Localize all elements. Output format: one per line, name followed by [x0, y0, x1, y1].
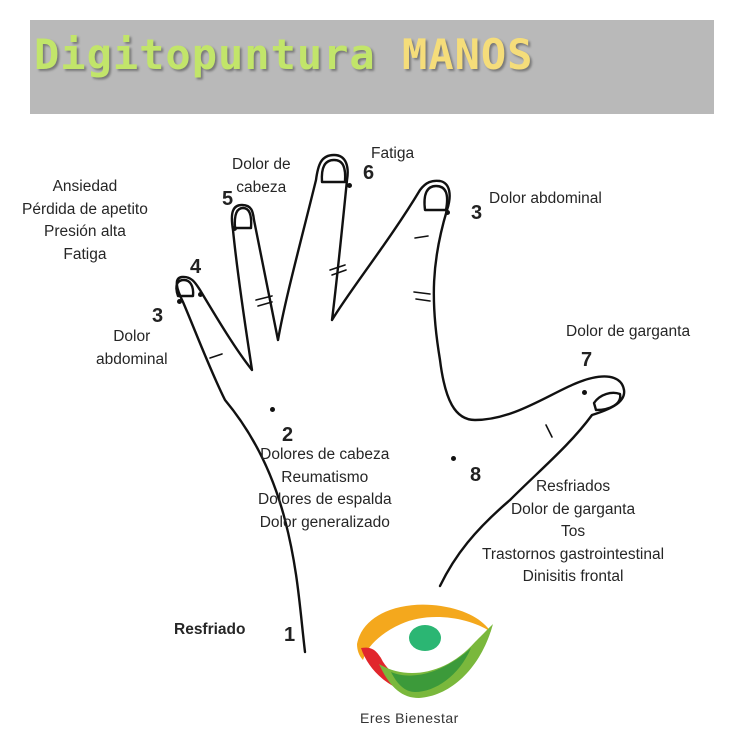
point-dot-5	[232, 226, 237, 231]
point-dot-3-pinky	[177, 299, 182, 304]
title-bar	[30, 20, 714, 114]
thumb-nail	[592, 391, 622, 412]
label-group-6: Fatiga	[371, 145, 415, 162]
point-number-8: 8	[470, 464, 482, 486]
label-group-8: Resfriados Dolor de garganta Tos Trastor…	[482, 478, 665, 585]
eres-bienestar-logo	[357, 604, 493, 698]
label-group-2: Dolores de cabeza Reumatismo Dolores de …	[258, 446, 392, 531]
index-nail	[423, 184, 449, 212]
brand-name: Eres Bienestar	[360, 710, 459, 726]
label-group-3-pinky: Dolor abdominal	[96, 328, 168, 368]
label-group-7: Dolor de garganta	[566, 323, 691, 340]
point-number-3-index: 3	[471, 202, 483, 224]
label-group-4: Ansiedad Pérdida de apetito Presión alta…	[22, 178, 148, 263]
label-group-3-index: Dolor abdominal	[489, 190, 602, 207]
title-digitopuntura: Digitopuntura	[34, 30, 376, 79]
hand-outline	[175, 153, 626, 654]
point-number-1: 1	[284, 624, 296, 646]
point-dot-7	[582, 390, 587, 395]
point-number-5: 5	[222, 188, 234, 210]
point-dot-3-index	[445, 210, 450, 215]
point-dot-8	[451, 456, 456, 461]
ring-nail	[233, 206, 253, 230]
point-number-3-pinky: 3	[152, 305, 164, 327]
label-group-5: Dolor de cabeza	[232, 156, 291, 196]
point-dot-6	[347, 183, 352, 188]
page-title: Digitopuntura MANOS	[34, 30, 533, 79]
point-dot-2	[270, 407, 275, 412]
point-dot-4	[198, 292, 203, 297]
point-number-7: 7	[581, 349, 593, 371]
pinky-nail	[175, 278, 195, 298]
knuckle-creases	[209, 235, 553, 438]
point-number-2: 2	[282, 424, 294, 446]
title-manos: MANOS	[402, 30, 534, 79]
point-number-4: 4	[190, 256, 202, 278]
point-number-6: 6	[363, 162, 375, 184]
middle-nail	[320, 158, 347, 184]
label-resfriado: Resfriado	[174, 621, 246, 638]
